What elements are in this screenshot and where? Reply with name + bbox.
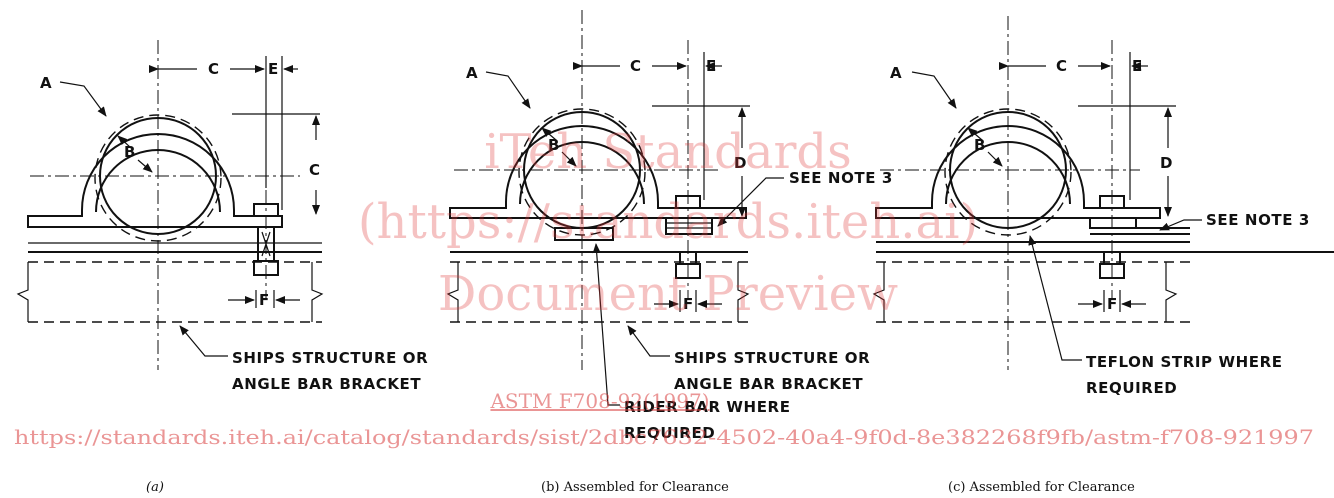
label-b: B xyxy=(974,136,986,154)
note-teflon-line1: TEFLON STRIP WHERE xyxy=(1086,353,1283,371)
watermark-line3: Document Preview xyxy=(438,266,898,322)
label-a: A xyxy=(40,74,52,92)
diagram-c: A B C E D F SEE NOTE 3 TEFLON STRIP WHER… xyxy=(872,16,1334,495)
label-e: E xyxy=(706,57,717,75)
label-c-top: C xyxy=(208,60,220,78)
label-d: D xyxy=(734,154,747,172)
note-rider-line1: RIDER BAR WHERE xyxy=(624,398,791,416)
bolt-a xyxy=(253,203,279,276)
caption-a: (a) xyxy=(146,480,164,495)
strap-a xyxy=(27,133,283,228)
label-a: A xyxy=(890,64,902,82)
see-note-3: SEE NOTE 3 xyxy=(789,169,893,187)
label-c-side: C xyxy=(309,161,321,179)
watermark-line1: iTeh Standards xyxy=(484,124,852,180)
label-c-top: C xyxy=(630,57,642,75)
note-rider-line2: REQUIRED xyxy=(624,424,715,442)
note-teflon-line2: REQUIRED xyxy=(1086,379,1177,397)
structure-b xyxy=(446,251,750,323)
caption-b: (b) Assembled for Clearance xyxy=(541,480,729,495)
label-f: F xyxy=(259,291,270,309)
caption-c: (c) Assembled for Clearance xyxy=(948,480,1135,495)
label-c-top: C xyxy=(1056,57,1068,75)
note-structure-line2: ANGLE BAR BRACKET xyxy=(232,375,421,393)
watermark-line2: (https://standards.iteh.ai) xyxy=(358,194,978,250)
structure-a xyxy=(16,242,324,323)
watermark-standard: ASTM F708-92(1997) xyxy=(489,389,709,413)
label-f: F xyxy=(1107,295,1118,313)
see-note-3: SEE NOTE 3 xyxy=(1206,211,1310,229)
note-structure-line1: SHIPS STRUCTURE OR xyxy=(232,349,428,367)
diagram-b: A B C E D F SEE NOTE 3 SHIPS STRUCTURE O… xyxy=(446,10,893,495)
watermark: iTeh Standards (https://standards.iteh.a… xyxy=(14,124,1314,449)
label-e: E xyxy=(268,60,279,78)
note-structure-line2: ANGLE BAR BRACKET xyxy=(674,375,863,393)
label-b: B xyxy=(548,136,560,154)
label-f: F xyxy=(683,295,694,313)
label-d: D xyxy=(1160,154,1173,172)
watermark-url: https://standards.iteh.ai/catalog/standa… xyxy=(14,425,1314,449)
label-e: E xyxy=(1132,57,1143,75)
note-structure-line1: SHIPS STRUCTURE OR xyxy=(674,349,870,367)
diagram-a: A B C E C F SHIPS STRUCTURE OR ANGLE BAR… xyxy=(16,40,428,495)
label-a: A xyxy=(466,64,478,82)
label-b: B xyxy=(124,143,136,161)
